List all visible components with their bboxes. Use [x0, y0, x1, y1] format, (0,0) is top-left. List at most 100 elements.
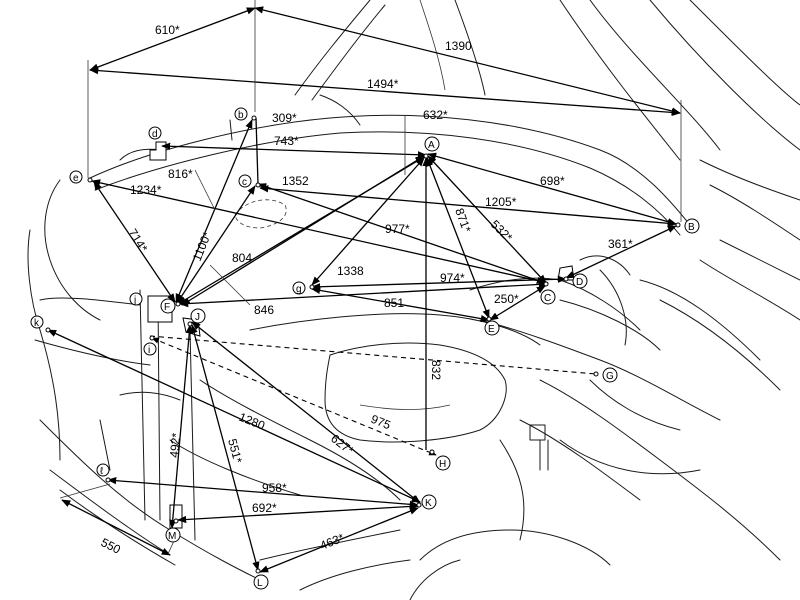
point-d-marker	[148, 126, 162, 140]
point-k-label: k	[34, 318, 40, 329]
point-L-label: L	[257, 578, 263, 589]
point-K-marker	[421, 494, 437, 510]
point-g-label: g	[296, 284, 302, 295]
dim-label-627: 627*	[328, 431, 356, 457]
dim-line-974	[311, 157, 425, 286]
dim-label-714: 714*	[125, 226, 150, 255]
point-J-label: J	[195, 312, 200, 323]
dim-label-851: 851	[384, 296, 404, 310]
point-b-dot	[251, 115, 257, 121]
dim-label-463: 463*	[318, 530, 346, 552]
point-A-label: A	[428, 140, 435, 151]
dim-label-1352: 1352	[282, 174, 309, 188]
point-A-marker	[424, 136, 440, 152]
dim-line-250	[489, 285, 546, 321]
point-i-marker	[143, 342, 157, 356]
dim-label-977: 977*	[385, 222, 410, 236]
point-e-label: e	[73, 173, 79, 184]
dim-line-871	[426, 157, 490, 319]
point-G-marker	[602, 367, 618, 383]
dim-label-698: 698*	[540, 174, 565, 188]
dim-label-958: 958*	[262, 481, 287, 495]
point-c-dot	[255, 182, 261, 188]
point-l-marker	[96, 463, 110, 477]
point-G-label: G	[606, 371, 614, 382]
point-i-dot	[149, 335, 155, 341]
dim-line-975	[151, 337, 437, 456]
leader-816	[194, 169, 216, 211]
dim-label-610: 610*	[155, 23, 180, 37]
dim-line-816	[176, 185, 256, 304]
point-b-label: b	[238, 110, 244, 121]
point-c-label: c	[242, 177, 247, 188]
point-D-label: D	[576, 277, 583, 288]
dim-line-1338	[311, 275, 567, 291]
dim-line-851	[311, 286, 490, 323]
point-E-marker	[484, 320, 500, 336]
point-M-label: M	[168, 531, 176, 542]
dim-line-977	[179, 280, 548, 308]
dim-line-958	[107, 477, 419, 508]
dim-line-361	[565, 225, 677, 279]
dim-label-1205: 1205*	[485, 195, 517, 209]
point-g-dot	[309, 284, 315, 290]
dim-line-610	[89, 7, 256, 71]
point-C-label: C	[544, 293, 551, 304]
point-J-dot	[187, 321, 193, 327]
dim-line-492	[169, 324, 193, 529]
dim-line-550	[61, 499, 171, 556]
point-g-marker	[292, 281, 306, 295]
point-M-dot	[173, 518, 179, 524]
point-B-dot	[675, 222, 681, 228]
dim-label-743: 743*	[274, 134, 299, 148]
dim-label-551: 551*	[225, 437, 245, 465]
dim-label-632: 632*	[423, 108, 448, 122]
dim-line-551	[190, 324, 260, 571]
dim-label-1280: 1280	[237, 410, 267, 433]
point-F-marker	[160, 298, 176, 314]
dim-line-714	[93, 181, 176, 303]
point-b-marker	[234, 107, 248, 121]
point-k-dot	[45, 327, 51, 333]
point-H-label: H	[439, 459, 446, 470]
point-c-marker	[238, 174, 252, 188]
dim-label-804: 804	[232, 251, 252, 265]
point-F-label: F	[164, 302, 170, 313]
leader-846	[209, 264, 251, 306]
point-l-dot	[105, 477, 111, 483]
dim-label-1234: 1234*	[130, 183, 162, 197]
dim-line-463	[259, 507, 419, 573]
point-e-dot	[87, 177, 93, 183]
point-d-label: d	[152, 129, 158, 140]
point-H-marker	[435, 455, 451, 471]
point-E-dot	[486, 316, 492, 322]
point-E-label: E	[488, 324, 495, 335]
dim-label-492: 492*	[167, 432, 183, 458]
point-D-marker	[572, 273, 588, 289]
dim-label-832: 832	[429, 360, 443, 380]
dim-label-1100: 1100*	[190, 229, 215, 263]
dimension-lines	[47, 0, 682, 573]
dim-label-361: 361*	[608, 237, 633, 251]
reference-points: b d e c g j i k ℓ A B C D	[30, 107, 700, 590]
dim-label-692: 692*	[252, 501, 277, 515]
point-j-marker	[129, 292, 143, 306]
point-K-dot	[416, 502, 422, 508]
dim-line-1390	[254, 6, 681, 115]
point-B-marker	[684, 218, 700, 234]
dim-label-1390: 1390	[445, 39, 472, 53]
point-G-dot	[593, 371, 599, 377]
dim-label-974: 974*	[440, 271, 465, 285]
point-F-dot	[175, 301, 181, 307]
point-i-label: i	[148, 345, 150, 356]
point-C-marker	[540, 289, 556, 305]
point-J-marker	[190, 308, 206, 324]
point-L-marker	[253, 574, 269, 590]
point-A-dot	[423, 153, 429, 159]
dim-label-532: 532*	[488, 217, 516, 245]
dim-label-250: 250*	[494, 292, 519, 306]
dim-label-1338: 1338	[337, 264, 364, 278]
dim-label-846: 846	[254, 303, 274, 317]
point-k-marker	[30, 315, 44, 329]
